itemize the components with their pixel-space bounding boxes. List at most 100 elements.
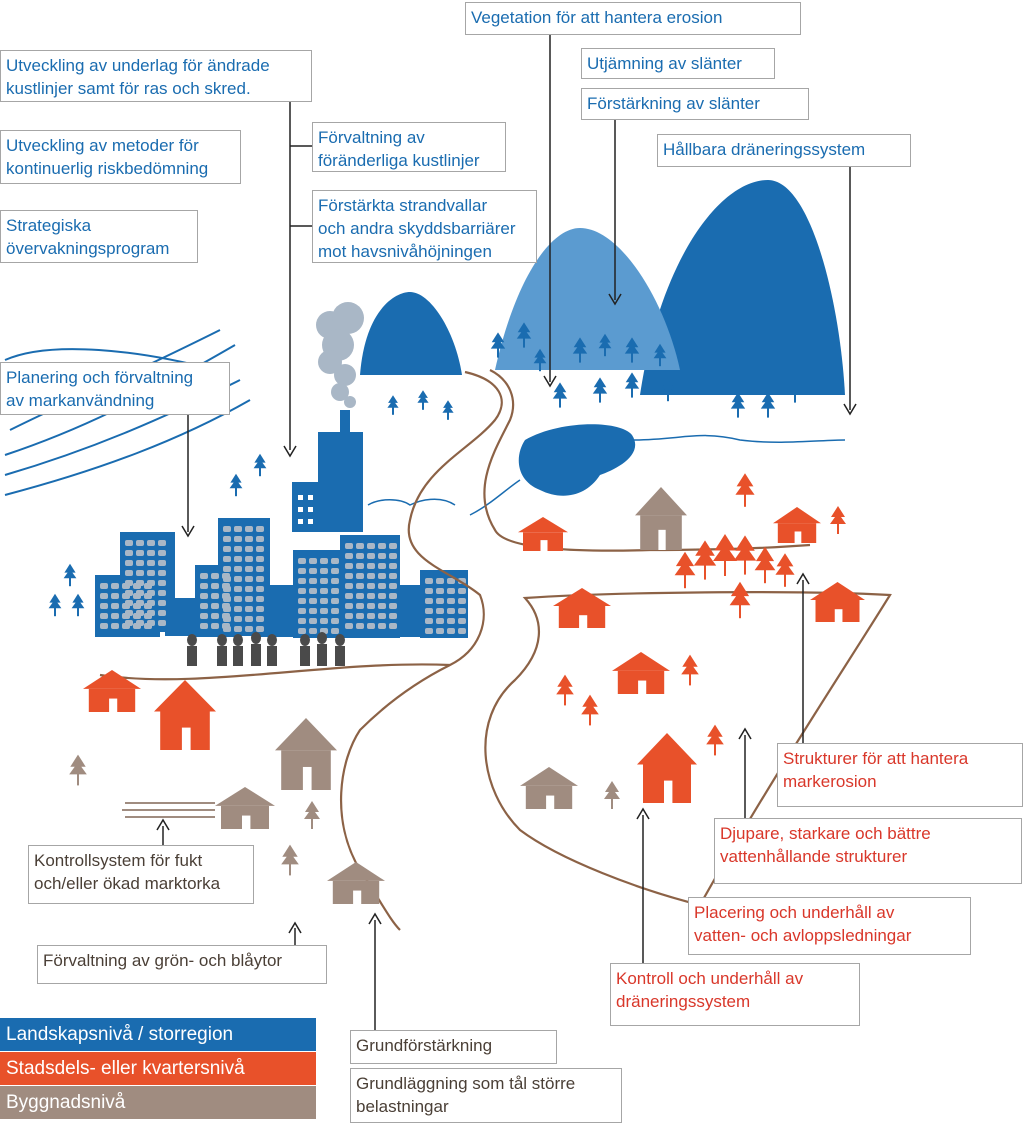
tree: [229, 473, 243, 497]
window: [125, 600, 133, 606]
window: [158, 540, 166, 546]
window: [331, 618, 339, 624]
window: [367, 603, 375, 609]
window: [425, 578, 433, 584]
window: [111, 613, 119, 619]
window: [234, 586, 242, 592]
tree: [735, 473, 755, 507]
city-windows: [100, 526, 466, 634]
window: [245, 606, 253, 612]
mountain-small: [360, 292, 462, 375]
window: [256, 576, 264, 582]
house: [518, 517, 568, 551]
window: [320, 578, 328, 584]
window: [147, 560, 155, 566]
window: [436, 608, 444, 614]
window: [100, 583, 108, 589]
label-gron-blaytor: Förvaltning av grön- och blåytor: [37, 945, 327, 984]
house: [635, 487, 687, 550]
label-forstarkning-slanter: Förstärkning av slänter: [581, 88, 809, 120]
factory-smoke: [316, 302, 364, 408]
window: [298, 618, 306, 624]
window: [309, 598, 317, 604]
house: [520, 767, 578, 809]
connectors: [162, 35, 851, 1030]
window: [223, 526, 231, 532]
label-underlag-kustlinjer: Utveckling av underlag för ändrade kustl…: [0, 50, 312, 102]
tree: [281, 844, 299, 876]
tree: [729, 581, 751, 619]
window: [356, 573, 364, 579]
window: [356, 543, 364, 549]
window: [309, 618, 317, 624]
window: [331, 598, 339, 604]
window: [367, 553, 375, 559]
streams: [367, 434, 846, 516]
window: [256, 566, 264, 572]
arrowheads: [156, 293, 857, 934]
window: [125, 610, 133, 616]
window: [223, 626, 231, 632]
window: [389, 593, 397, 599]
window: [378, 573, 386, 579]
window: [256, 536, 264, 542]
window: [125, 620, 133, 626]
label-overvakning: Strategiska övervakningsprogram: [0, 210, 198, 263]
window: [234, 566, 242, 572]
window: [223, 556, 231, 562]
window: [298, 608, 306, 614]
window: [147, 590, 155, 596]
window: [200, 613, 208, 619]
window: [158, 550, 166, 556]
tree: [533, 348, 547, 372]
window: [425, 628, 433, 634]
house: [154, 680, 216, 750]
window: [256, 526, 264, 532]
window: [436, 618, 444, 624]
window: [256, 596, 264, 602]
window: [136, 590, 144, 596]
window: [211, 623, 219, 629]
window: [234, 546, 242, 552]
window: [136, 580, 144, 586]
tree: [253, 453, 267, 477]
window: [309, 568, 317, 574]
window: [158, 600, 166, 606]
window: [125, 550, 133, 556]
window: [378, 553, 386, 559]
window: [158, 560, 166, 566]
window: [458, 628, 466, 634]
tree: [787, 377, 803, 403]
tree: [830, 506, 846, 534]
window: [298, 598, 306, 604]
window: [389, 613, 397, 619]
window: [447, 618, 455, 624]
window: [256, 616, 264, 622]
window: [147, 600, 155, 606]
house: [637, 733, 697, 803]
house: [773, 507, 821, 543]
window: [389, 623, 397, 629]
tree: [624, 337, 640, 363]
tree: [775, 553, 795, 587]
window: [234, 536, 242, 542]
window: [298, 588, 306, 594]
tree: [516, 322, 532, 348]
window: [378, 543, 386, 549]
window: [256, 606, 264, 612]
window: [223, 546, 231, 552]
window: [234, 616, 242, 622]
legend-building: Byggnadsnivå: [0, 1086, 316, 1119]
window: [356, 563, 364, 569]
window: [458, 598, 466, 604]
window: [298, 578, 306, 584]
window: [111, 623, 119, 629]
window: [136, 620, 144, 626]
label-grundforstarkning: Grundförstärkning: [350, 1030, 557, 1064]
label-vattenhallande: Djupare, starkare och bättre vattenhålla…: [714, 818, 1022, 884]
window: [211, 603, 219, 609]
window: [100, 593, 108, 599]
window: [211, 583, 219, 589]
people-silhouettes: [187, 632, 345, 666]
